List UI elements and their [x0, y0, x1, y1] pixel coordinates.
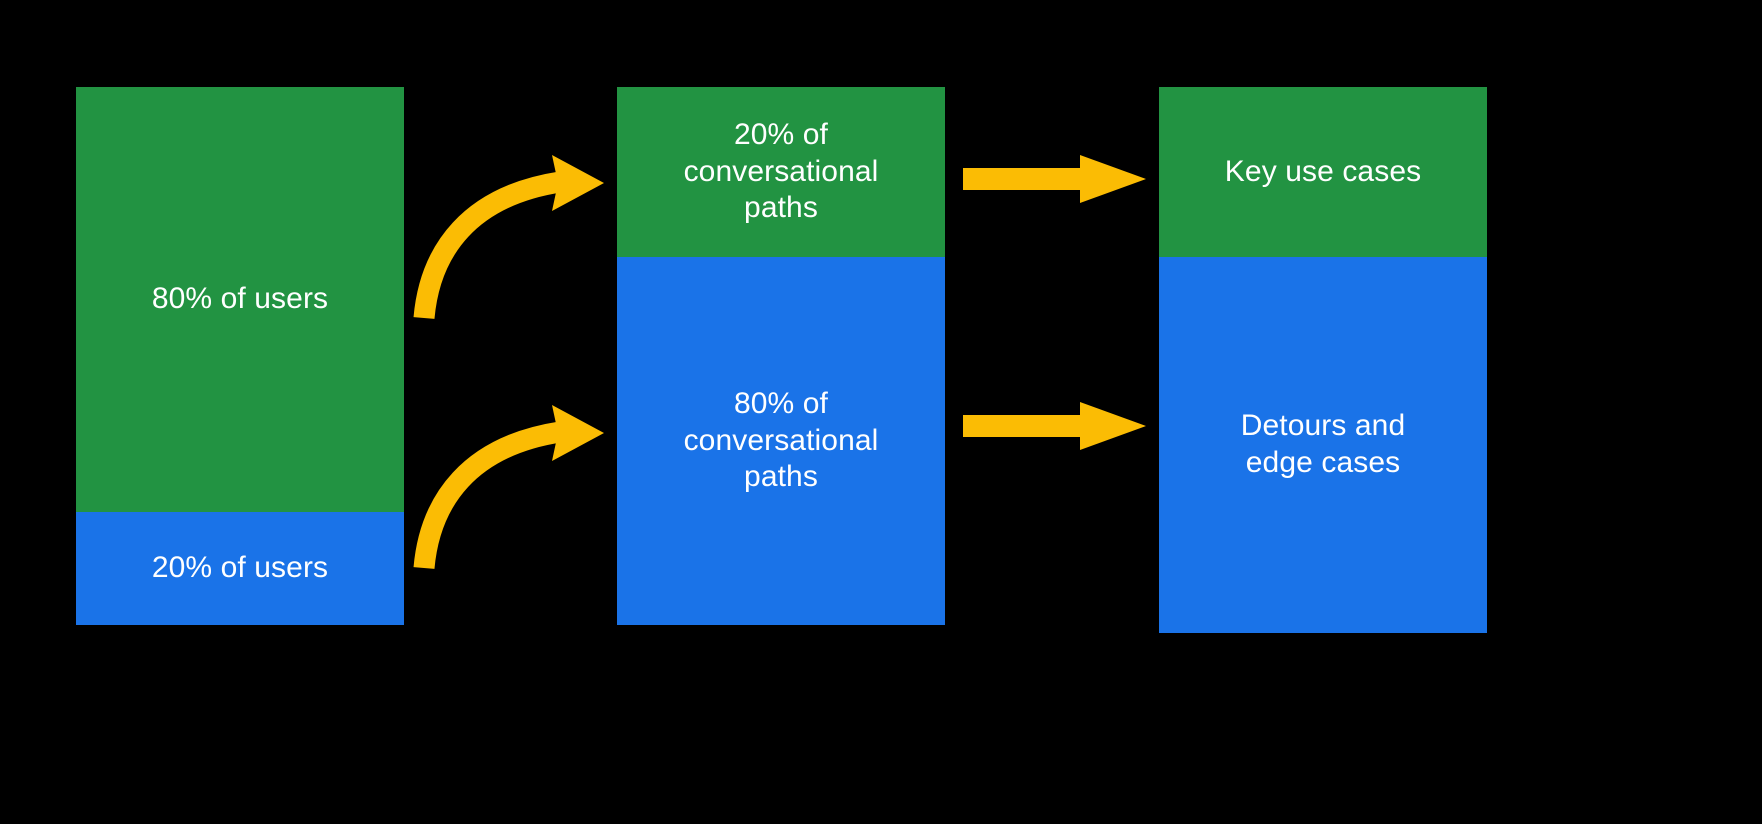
straight-top-arrow-icon [963, 155, 1146, 203]
users-blue-segment: 20% of users [76, 512, 404, 625]
paths-blue-segment: 80% of conversational paths [617, 257, 945, 625]
paths-green-segment: 20% of conversational paths [617, 87, 945, 257]
cases-green-segment: Key use cases [1159, 87, 1487, 257]
paths-blue-label: 80% of conversational paths [683, 387, 879, 494]
paths-green-label: 20% of conversational paths [683, 118, 879, 225]
users-blue-label: 20% of users [151, 551, 329, 585]
cases-blue-label: Detours and edge cases [1240, 409, 1406, 479]
users-green-label: 80% of users [151, 282, 329, 316]
curved-bottom-arrow-icon [413, 405, 604, 570]
straight-bottom-arrow-icon [963, 402, 1146, 450]
curved-top-arrow-icon [413, 155, 604, 320]
users-column: 80% of users 20% of users [76, 87, 404, 625]
conversational-paths-column: 20% of conversational paths 80% of conve… [617, 87, 945, 625]
cases-blue-segment: Detours and edge cases [1159, 256, 1487, 633]
use-cases-column: Key use cases Detours and edge cases [1159, 87, 1487, 633]
users-green-segment: 80% of users [76, 87, 404, 513]
cases-green-label: Key use cases [1224, 154, 1422, 188]
